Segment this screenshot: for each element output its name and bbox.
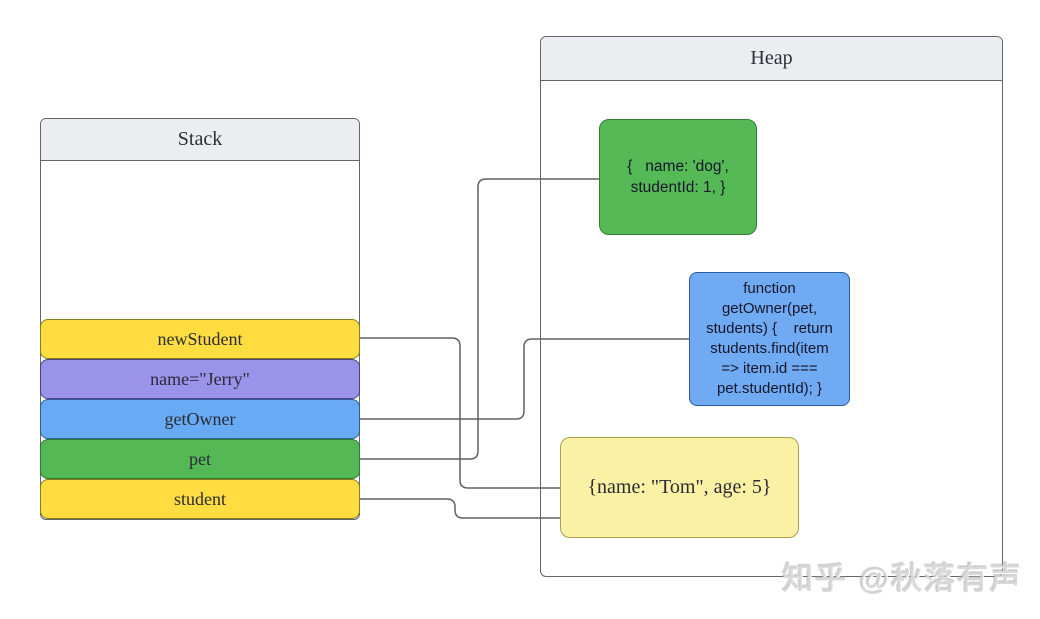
- stack-frame-student: student: [40, 479, 360, 519]
- stack-frame-getowner: getOwner: [40, 399, 360, 439]
- connector-student-to-tom: [360, 498, 560, 519]
- stack-title: Stack: [177, 128, 223, 150]
- watermark-text: 知乎 @秋落有声: [782, 561, 1023, 596]
- stack-header: Stack: [41, 119, 359, 161]
- heap-title: Heap: [750, 47, 793, 69]
- stack-frames: newStudent name="Jerry" getOwner pet stu…: [40, 319, 360, 519]
- heap-object-tom-text: {name: "Tom", age: 5}: [587, 476, 772, 498]
- stack-frame-label: getOwner: [164, 408, 236, 429]
- heap-object-dog: { name: 'dog', studentId: 1, }: [599, 119, 757, 235]
- heap-header: Heap: [541, 37, 1002, 81]
- stack-frame-name-jerry: name="Jerry": [40, 359, 360, 399]
- heap-object-tom: {name: "Tom", age: 5}: [560, 437, 799, 538]
- heap-object-getowner-function: function getOwner(pet, students) { retur…: [689, 272, 850, 406]
- stack-frame-pet: pet: [40, 439, 360, 479]
- connector-newstudent-to-tom: [360, 337, 560, 489]
- watermark: 知乎 @秋落有声: [782, 553, 1023, 598]
- heap-object-getowner-text: function getOwner(pet, students) { retur…: [706, 280, 833, 397]
- heap-object-dog-text: { name: 'dog', studentId: 1, }: [627, 158, 729, 196]
- stack-container: Stack newStudent name="Jerry" getOwner p…: [40, 118, 360, 520]
- stack-frame-label: name="Jerry": [150, 368, 250, 389]
- stack-frame-label: student: [174, 488, 226, 509]
- stack-frame-label: pet: [189, 448, 211, 469]
- stack-frame-label: newStudent: [157, 328, 243, 349]
- stack-frame-newstudent: newStudent: [40, 319, 360, 359]
